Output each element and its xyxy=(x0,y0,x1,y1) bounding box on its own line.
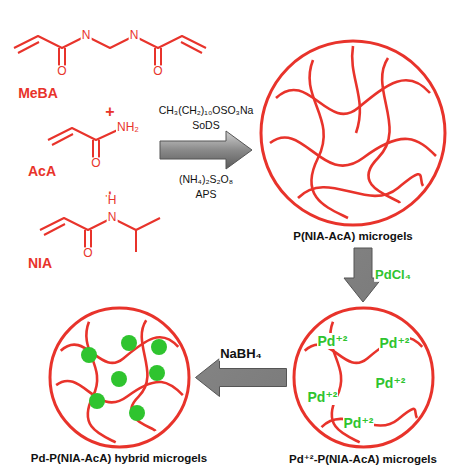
reagent-label: CH₃(CH₂)₁₀OSO₃Na xyxy=(158,105,255,117)
pd-nanoparticle xyxy=(121,335,137,351)
pd-nanoparticle xyxy=(81,347,97,363)
microgel-border xyxy=(294,308,433,447)
polymer-chain xyxy=(352,46,360,133)
ion-label: Pd⁺² xyxy=(379,335,411,351)
microgel-name: Pd-P(NIA-AcA) hybrid microgels xyxy=(6,452,232,464)
reagent-label: (NH₄)₂S₂O₈ xyxy=(178,174,234,186)
plus-sign: + xyxy=(104,103,115,121)
atom-symbol: NH₂ xyxy=(116,121,140,134)
pd-nanoparticle xyxy=(149,365,165,381)
pd-nanoparticle xyxy=(129,405,145,421)
reaction-arrow xyxy=(160,131,252,169)
reagent-label: PdCl₄ xyxy=(374,268,412,282)
microgel-outline xyxy=(47,305,192,450)
reagent-label: APS xyxy=(194,189,217,201)
monomer-name: MeBA xyxy=(17,86,59,101)
atom-symbol: H xyxy=(107,194,118,207)
microgel-particle: Pd⁺²-P(NIA-AcA) microgelsPd⁺²Pd⁺²Pd⁺²Pd⁺… xyxy=(270,305,456,468)
polymer-chain xyxy=(270,137,436,165)
microgel-outline xyxy=(258,38,448,228)
atom-symbol: O xyxy=(82,247,93,260)
ion-label: Pd⁺² xyxy=(375,375,407,391)
ion-label: Pd⁺² xyxy=(343,415,375,431)
microgel-border xyxy=(50,308,189,447)
atom-symbol: N xyxy=(107,211,118,224)
polymer-chain xyxy=(368,58,400,203)
ion-label: Pd⁺² xyxy=(307,389,339,405)
atom-symbol: N xyxy=(129,29,140,42)
pd-nanoparticle xyxy=(151,339,167,355)
microgel-particle: Pd-P(NIA-AcA) hybrid microgels xyxy=(6,305,232,466)
polymer-chain xyxy=(298,174,423,198)
polymer-chain xyxy=(310,60,348,218)
reaction-arrow xyxy=(196,359,287,397)
atom-symbol: O xyxy=(56,65,67,78)
microgel-name: P(NIA-AcA) microgels xyxy=(258,230,448,242)
atom-symbol: O xyxy=(90,157,101,170)
polymer-chain xyxy=(276,80,430,114)
atom-symbol: O xyxy=(152,65,163,78)
microgel-border xyxy=(261,41,445,225)
microgel-name: Pd⁺²-P(NIA-AcA) microgels xyxy=(270,452,456,466)
pd-nanoparticle xyxy=(89,393,105,409)
atom-symbol: N xyxy=(81,29,92,42)
reagent-label: SoDS xyxy=(191,120,220,132)
monomer-name: NIA xyxy=(27,256,53,271)
reagent-label: NaBH₄ xyxy=(219,346,263,360)
pd-nanoparticle xyxy=(111,371,127,387)
monomer-name: AcA xyxy=(27,164,57,179)
polymer-chain xyxy=(86,322,115,443)
microgel-particle: P(NIA-AcA) microgels xyxy=(258,38,448,244)
polymer-chain xyxy=(60,337,178,363)
ion-label: Pd⁺² xyxy=(317,333,349,349)
